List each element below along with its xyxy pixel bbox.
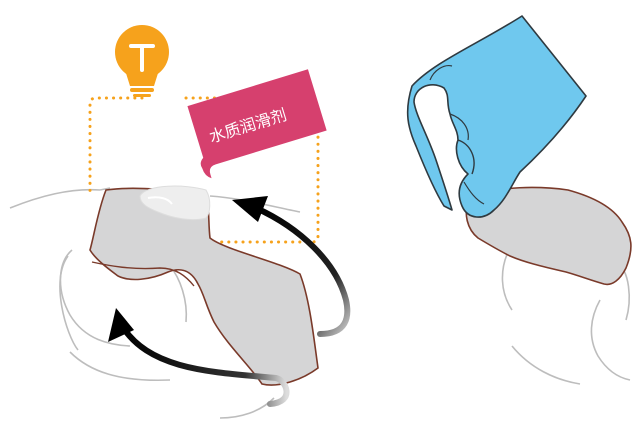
gloved-hand-icon [408, 16, 586, 217]
lubricant-label: 水质润滑剂 [183, 69, 330, 180]
lightbulb-icon [115, 25, 169, 97]
